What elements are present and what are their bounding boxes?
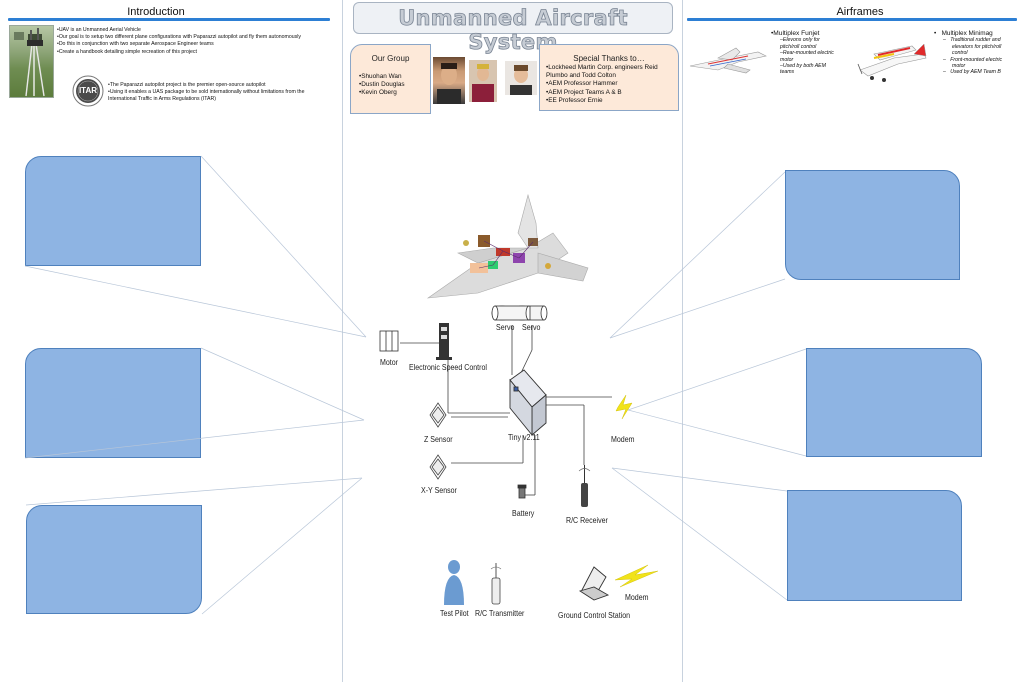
intro-bullets: •UAV is an Unmanned Aerial Vehicle •Our … [57,27,301,56]
left-callout-box-2 [25,348,201,458]
tiny-autopilot-label: Tiny v2.11 [508,432,540,442]
our-group-title: Our Group [371,54,410,63]
itar-bullet: •Using it enables a UAS package to be so… [108,89,305,96]
ground-control-station-label: Ground Control Station [558,610,631,620]
modem-label: Modem [611,434,635,444]
funjet-layout-illustration [426,193,589,299]
left-column-divider [342,0,343,682]
itar-bullet: •The Paparazzi autopilot project is the … [108,82,266,88]
minimag-detail: – Traditional rudder and [943,37,1001,44]
right-callout-box-1 [785,170,960,280]
group-member: •Dustin Douglas [359,81,405,89]
our-group-box: Our Group •Shuohan Wan •Dustin Douglas •… [350,44,431,114]
funjet-detail: –Used by both AEM [780,63,826,70]
funjet-detail: motor [780,56,794,63]
right-column-divider [682,0,683,682]
servo-label-2: Servo [522,322,541,332]
intro-title: Introduction [127,6,185,18]
member-photo [433,57,465,104]
xy-sensor-label: X-Y Sensor [421,485,457,495]
intro-bullet: •UAV is an Unmanned Aerial Vehicle [57,27,141,33]
intro-title-rule [8,18,330,21]
battery-label: Battery [512,508,535,518]
itar-logo: ITAR [72,75,104,107]
intro-bullet: •Do this in conjunction with two separat… [57,41,214,48]
special-thanks-list: •Lockheed Martin Corp. engineers Reid Pl… [540,64,678,105]
servo-label-1: Servo [496,322,515,332]
airframes-title: Airframes [836,6,884,18]
thanks-item: •AEM Professor Hammer [546,80,618,88]
funjet-detail: teams [780,69,795,76]
thanks-item: •Lockheed Martin Corp. engineers Reid [546,64,658,71]
itar-bullet: International Traffic in Arms Regulation… [108,96,216,103]
rc-transmitter-label: R/C Transmitter [475,608,525,618]
thanks-item: •EE Professor Ernie [546,96,603,104]
special-thanks-box: Special Thanks to… •Lockheed Martin Corp… [539,44,679,111]
left-callout-box-1 [25,156,201,266]
minimag-aircraft-image [857,43,927,82]
group-member: •Kevin Oberg [359,89,397,97]
test-pilot-label: Test Pilot [440,608,469,618]
intro-bullet: •Create a handbook detailing simple recr… [57,48,197,55]
thanks-item: Plumbo and Todd Colton [546,72,616,80]
minimag-detail: elevators for pitch/roll [952,43,1002,50]
right-callout-box-3 [787,490,962,601]
gcs-modem-label: Modem [625,592,649,602]
minimag-name: • Multiplex Minimag [934,30,993,37]
funjet-detail: –Rear-mounted electric [780,50,834,57]
minimag-specs: • Multiplex Minimag – Traditional rudder… [934,30,1002,76]
member-photo [505,61,537,95]
minimag-detail: motor [952,63,966,70]
z-sensor-label: Z Sensor [424,434,453,444]
funjet-specs: •Multiplex Funjet –Elevons only for pitc… [771,30,834,76]
intro-bullet: •Our goal is to setup two different plan… [57,34,301,41]
funjet-name: •Multiplex Funjet [771,30,820,37]
group-member: •Shuohan Wan [359,73,402,80]
left-callout-box-3 [26,505,202,614]
funjet-detail: pitch/roll control [780,43,817,50]
special-thanks-title: Special Thanks to… [573,54,645,63]
thanks-item: •AEM Project Teams A & B [546,88,622,96]
member-photo [469,60,497,102]
itar-logo-text: ITAR [78,86,98,95]
motor-label: Motor [380,357,399,367]
itar-bullets: •The Paparazzi autopilot project is the … [108,82,304,104]
funjet-aircraft-image [689,47,767,74]
minimag-detail: – Used by AEM Team B [943,69,1001,76]
minimag-detail: – Front-mounted electric [943,56,1003,63]
our-group-list: •Shuohan Wan •Dustin Douglas •Kevin Ober… [351,73,430,98]
right-callout-box-2 [806,348,982,457]
system-title-banner: Unmanned Aircraft System [353,2,673,54]
rc-receiver-label: R/C Receiver [566,515,608,525]
esc-label: Electronic Speed Control [409,362,487,372]
funjet-detail: –Elevons only for [780,37,820,44]
minimag-detail: control [952,50,968,57]
system-block-diagram [379,305,659,605]
airframes-title-rule [687,18,1017,21]
uav-photo [9,25,54,98]
